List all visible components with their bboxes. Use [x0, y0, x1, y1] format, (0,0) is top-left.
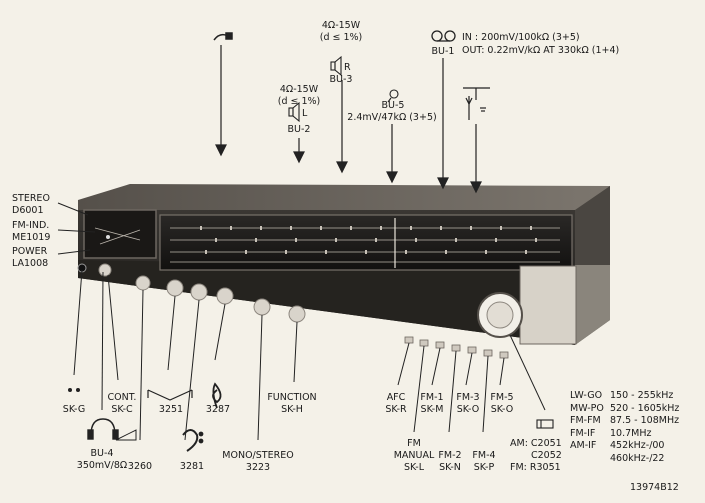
band-name: LW-GO [570, 390, 603, 401]
treble-clef-icon [212, 382, 222, 409]
knob-cont [98, 263, 112, 277]
knob-3260 [135, 275, 151, 291]
label-c2052: C2052 [531, 450, 562, 461]
band-row: AM-IF 452kHz-/00 [570, 440, 679, 453]
headphone-icon [87, 418, 119, 440]
label-3287: 3287 [205, 404, 231, 415]
stereo-dot-icon [68, 388, 80, 392]
band-table: LW-GO 150 - 255kHz MW-PO 520 - 1605kHz FM-… [570, 390, 679, 465]
meter-window [83, 209, 157, 259]
band-row: LW-GO 150 - 255kHz [570, 390, 679, 403]
knob-3281 [190, 283, 208, 301]
cabinet-top [78, 184, 610, 210]
label-3260: 3260 [127, 461, 153, 472]
tape-recorder-icon [431, 30, 456, 42]
microphone-icon [387, 89, 399, 103]
label-am-c2051: AM: C2051 [510, 438, 562, 449]
label-bu2-dist: (d ≤ 1%) [277, 96, 321, 107]
label-skr: SK-R [385, 404, 407, 415]
label-sko-1: SK-O [456, 404, 480, 415]
knob-function [288, 305, 306, 323]
label-function: FUNCTION [267, 392, 317, 403]
speaker-left-icon [288, 101, 300, 123]
label-bu2: BU-2 [287, 124, 311, 135]
dial-window [159, 214, 573, 271]
label-3281: 3281 [179, 461, 205, 472]
knob-3251 [166, 279, 184, 297]
label-bu2-l: L [302, 108, 308, 119]
label-fm-r3051: FM: R3051 [510, 462, 561, 473]
label-bu3-spec: 4Ω-15W [321, 20, 361, 31]
label-skh: SK-H [281, 404, 303, 415]
label-fm4: FM-4 [472, 450, 496, 461]
label-bu4: BU-4 [90, 448, 114, 459]
band-range: 460kHz-/22 [610, 452, 665, 464]
label-bu1-in: IN : 200mV/100kΩ (3+5) [462, 32, 580, 43]
label-power-part: LA1008 [12, 258, 49, 269]
band-range: 520 - 1605kHz [610, 402, 680, 414]
label-power: POWER [12, 246, 48, 257]
label-afc: AFC [386, 392, 406, 403]
label-stereo: STEREO [12, 193, 50, 204]
balance-wedge-icon [147, 389, 193, 401]
band-name: MW-PO [570, 402, 604, 414]
band-row: MW-PO 520 - 1605kHz [570, 403, 679, 416]
band-name: FM-IF [570, 427, 596, 439]
tuning-block [575, 265, 610, 345]
label-manual: MANUAL [393, 450, 435, 461]
volume-wedge-icon [115, 429, 137, 441]
label-fm-ind: FM-IND. [12, 220, 50, 231]
tuning-symbol-icon [536, 419, 554, 429]
band-name [570, 453, 610, 466]
band-range: 150 - 255kHz [610, 390, 674, 401]
label-fm5: FM-5 [490, 392, 514, 403]
label-3223: 3223 [245, 462, 271, 473]
label-fm1: FM-1 [420, 392, 444, 403]
label-sko-2: SK-O [490, 404, 514, 415]
band-name: FM-FM [570, 415, 601, 426]
band-row: FM-IF 10.7MHz [570, 428, 679, 441]
bass-clef-icon [182, 429, 204, 452]
label-skm: SK-M [420, 404, 444, 415]
label-cont: CONT. [107, 392, 137, 403]
label-fm: FM [407, 438, 421, 449]
band-name: AM-IF [570, 440, 597, 451]
label-bu2-spec: 4Ω-15W [279, 84, 319, 95]
knob-mono-stereo [253, 298, 271, 316]
label-bu5-spec: 2.4mV/47kΩ (3+5) [347, 112, 437, 123]
mains-plug-icon [213, 32, 233, 41]
label-bu3-dist: (d ≤ 1%) [319, 32, 363, 43]
label-bu1-out: OUT: 0.22mV/kΩ AT 330kΩ (1+4) [462, 45, 620, 56]
label-mono-stereo: MONO/STEREO [222, 450, 294, 461]
label-bu4-spec: 350mV/8Ω [76, 460, 128, 471]
label-skl: SK-L [404, 462, 424, 473]
label-bu5: BU-5 [381, 100, 405, 111]
label-bu3: BU-3 [329, 74, 353, 85]
band-range: 452kHz-/00 [610, 440, 665, 451]
band-row: 460kHz-/22 [570, 453, 679, 466]
label-fm3: FM-3 [456, 392, 480, 403]
band-range: 87.5 - 108MHz [610, 415, 680, 426]
label-skp: SK-P [473, 462, 495, 473]
label-bu1: BU-1 [431, 46, 455, 57]
label-skc: SK-C [111, 404, 133, 415]
knob-3287 [216, 287, 234, 305]
label-bu3-r: R [344, 62, 351, 73]
figure-id: 13974B12 [630, 482, 679, 493]
label-fm-ind-part: ME1019 [12, 232, 51, 243]
band-row: FM-FM 87.5 - 108MHz [570, 415, 679, 428]
speaker-right-icon [330, 55, 342, 77]
label-skg: SK-G [62, 404, 86, 415]
band-range: 10.7MHz [610, 427, 652, 439]
label-3251: 3251 [158, 404, 184, 415]
antenna-icon [463, 87, 490, 120]
label-stereo-part: D6001 [12, 205, 44, 216]
label-fm2: FM-2 [438, 450, 462, 461]
label-skn: SK-N [439, 462, 461, 473]
